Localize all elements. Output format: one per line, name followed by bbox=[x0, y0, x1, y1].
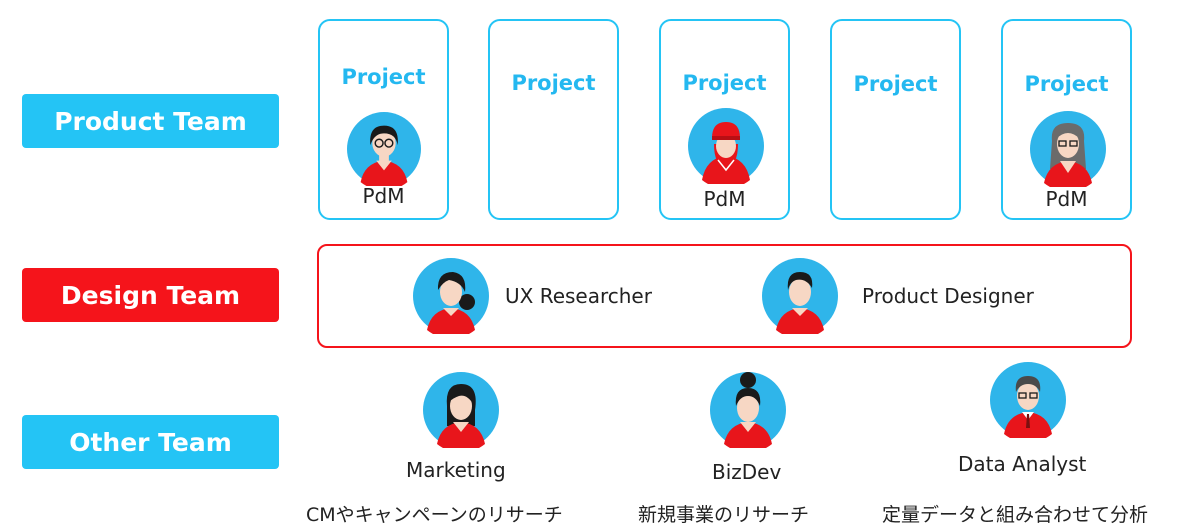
project-title: Project bbox=[341, 65, 426, 89]
other-team-label: Other Team bbox=[22, 415, 279, 469]
pdm-avatar-cap-icon bbox=[688, 108, 764, 184]
project-title: Project bbox=[511, 71, 596, 95]
marketing-description: CMやキャンペーンのリサーチ bbox=[306, 504, 563, 526]
data-analyst-label: Data Analyst bbox=[958, 452, 1087, 476]
project-card-4: Project bbox=[830, 19, 961, 220]
project-role: PdM bbox=[703, 187, 746, 211]
project-role: PdM bbox=[1045, 187, 1088, 211]
bizdev-avatar-icon bbox=[710, 372, 786, 448]
product-designer-label: Product Designer bbox=[862, 284, 1034, 308]
project-card-3: Project PdM bbox=[659, 19, 790, 220]
project-card-1: Project PdM bbox=[318, 19, 449, 220]
product-designer-avatar-icon bbox=[762, 258, 838, 334]
product-team-label: Product Team bbox=[22, 94, 279, 148]
project-card-5: Project PdM bbox=[1001, 19, 1132, 220]
project-title: Project bbox=[853, 72, 938, 96]
bizdev-description: 新規事業のリサーチ bbox=[638, 504, 810, 526]
marketing-label: Marketing bbox=[406, 458, 506, 482]
design-team-label: Design Team bbox=[22, 268, 279, 322]
marketing-avatar-icon bbox=[423, 372, 499, 448]
data-analyst-description: 定量データと組み合わせて分析 bbox=[882, 504, 1149, 526]
project-card-2: Project bbox=[488, 19, 619, 220]
data-analyst-avatar-icon bbox=[990, 362, 1066, 438]
bizdev-label: BizDev bbox=[712, 460, 782, 484]
pdm-avatar-glasses-woman-icon bbox=[347, 112, 421, 186]
project-role: PdM bbox=[362, 184, 405, 208]
pdm-avatar-long-hair-icon bbox=[1030, 111, 1106, 187]
project-title: Project bbox=[1024, 72, 1109, 96]
ux-researcher-label: UX Researcher bbox=[505, 284, 652, 308]
project-title: Project bbox=[682, 71, 767, 95]
ux-researcher-avatar-icon bbox=[413, 258, 489, 334]
